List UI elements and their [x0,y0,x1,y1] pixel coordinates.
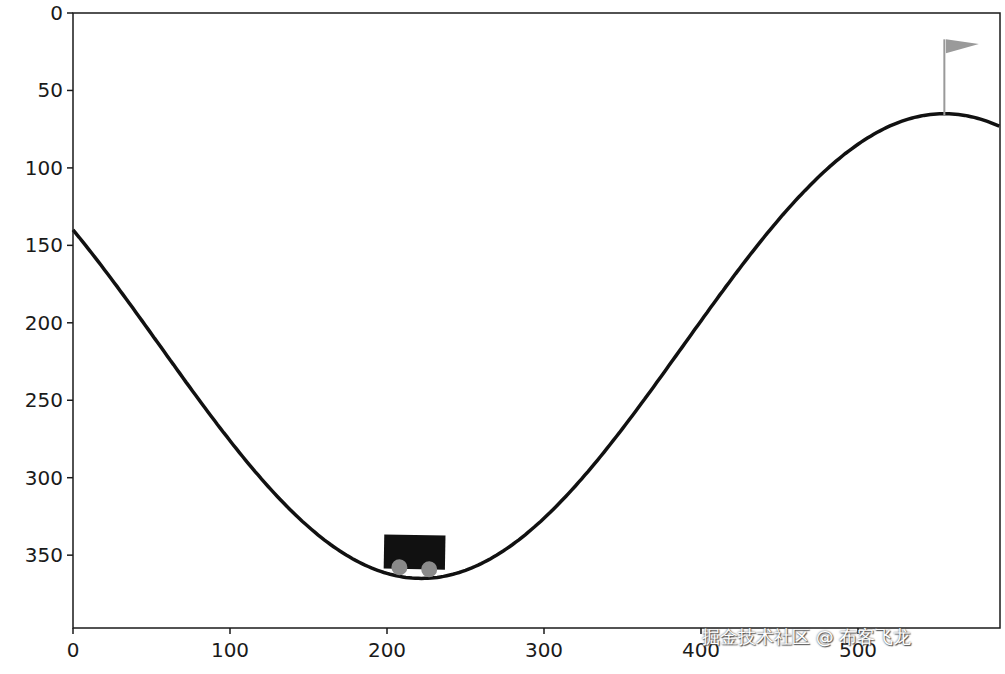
y-tick [67,245,73,247]
y-tick-label: 150 [25,235,63,255]
y-tick [67,554,73,556]
y-tick [67,400,73,402]
y-tick [67,167,73,169]
y-tick-label: 100 [25,158,63,178]
y-tick [67,12,73,14]
y-tick-label: 50 [38,80,63,100]
y-tick [67,477,73,479]
x-tick [386,628,388,634]
car-wheel [391,559,407,575]
x-tick [72,628,74,634]
watermark: 掘金技术社区 @ 布客飞龙 [702,628,911,646]
x-tick [229,628,231,634]
y-tick [67,90,73,92]
y-tick [67,322,73,324]
flag [946,39,979,53]
x-tick [700,628,702,634]
x-tick-label: 300 [525,640,563,660]
y-tick-label: 350 [25,545,63,565]
y-tick-label: 300 [25,468,63,488]
y-tick-label: 250 [25,390,63,410]
mountain-curve [73,114,999,579]
x-tick-label: 200 [368,640,406,660]
car-wheel [421,561,437,577]
flag-pole [943,39,945,115]
x-tick-label: 100 [211,640,249,660]
x-tick [543,628,545,634]
y-tick-label: 0 [50,3,63,23]
x-tick-label: 0 [67,640,80,660]
y-tick-label: 200 [25,313,63,333]
car [384,534,446,577]
axes-frame [73,13,1000,628]
